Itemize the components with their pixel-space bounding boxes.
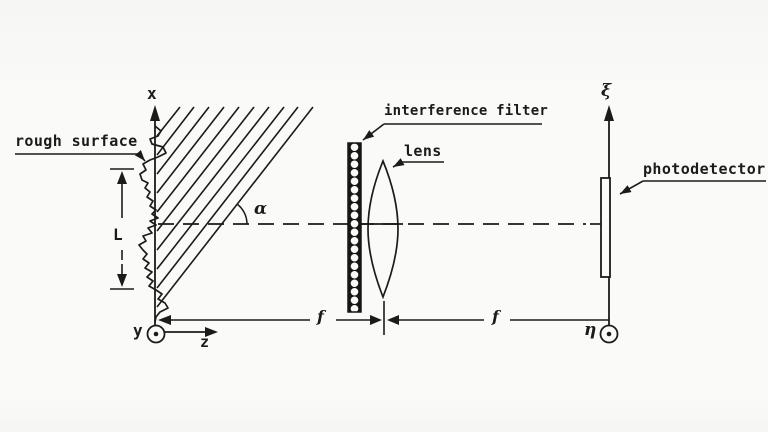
f-image-label: f	[492, 307, 500, 326]
L-dimension	[110, 168, 134, 290]
photodetector-element	[600, 177, 611, 278]
x-axis-arrowhead	[150, 105, 160, 121]
y-axis-label: y	[133, 321, 144, 340]
alpha-angle-label: α	[254, 199, 268, 219]
label-leaders	[15, 123, 766, 195]
eta-axis-label: η	[584, 320, 597, 340]
lens-label: lens	[404, 142, 442, 160]
alpha-angle-arc	[236, 203, 248, 225]
x-axis-label: x	[147, 84, 158, 103]
rough-surface-profile	[138, 125, 169, 323]
xi-axis-arrowhead	[604, 105, 614, 121]
incident-rays	[156, 106, 314, 308]
y-origin-symbol	[146, 324, 166, 344]
rough-surface-leader	[134, 150, 146, 162]
lens-shape	[367, 158, 399, 300]
lens-leader	[392, 158, 405, 168]
xi-axis-label: ξ	[601, 81, 612, 101]
focal-length-dimensions	[158, 301, 609, 335]
z-axis	[165, 327, 218, 337]
interference-filter-label: interference filter	[384, 103, 548, 119]
eta-origin-symbol	[599, 324, 619, 344]
interference-filter-leader	[362, 123, 385, 141]
photodetector-label: photodetector	[643, 160, 766, 178]
photodetector-leader	[619, 180, 644, 195]
L-dimension-label: L	[113, 225, 124, 244]
f-object-label: f	[317, 307, 325, 326]
z-axis-label: z	[200, 333, 210, 351]
z-axis-arrowhead	[205, 327, 218, 337]
rough-surface-label: rough surface	[15, 132, 138, 150]
interference-filter	[347, 142, 362, 313]
